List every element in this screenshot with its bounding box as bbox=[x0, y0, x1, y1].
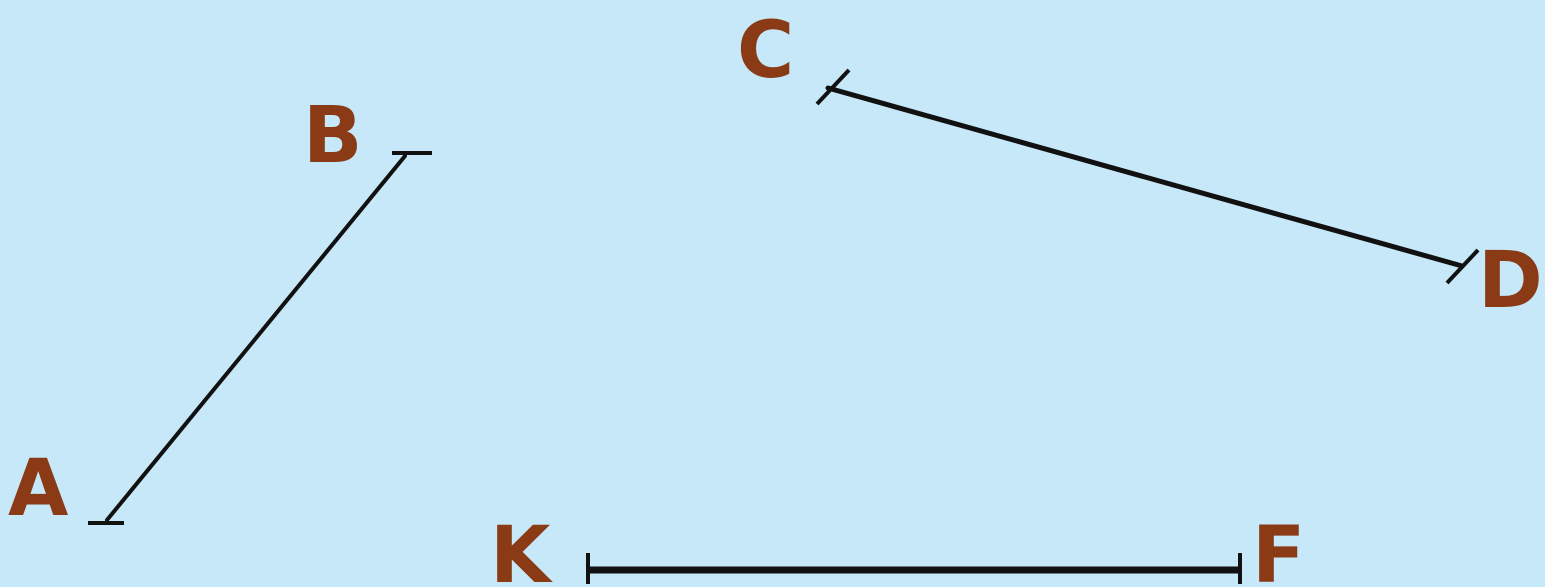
segment-ab-line bbox=[105, 154, 407, 522]
label-d: D bbox=[1478, 236, 1543, 326]
segment-cd-tick-c bbox=[815, 68, 851, 106]
label-c: C bbox=[737, 6, 794, 96]
segment-kf: K F bbox=[490, 511, 1305, 587]
label-b: B bbox=[303, 91, 362, 181]
label-k: K bbox=[490, 511, 553, 587]
segment-cd-tick-d bbox=[1445, 248, 1480, 285]
segment-ab: A B bbox=[8, 91, 432, 534]
segment-cd: C D bbox=[737, 6, 1543, 326]
segment-cd-line bbox=[825, 85, 1465, 269]
label-a: A bbox=[8, 444, 68, 534]
label-f: F bbox=[1252, 511, 1305, 587]
